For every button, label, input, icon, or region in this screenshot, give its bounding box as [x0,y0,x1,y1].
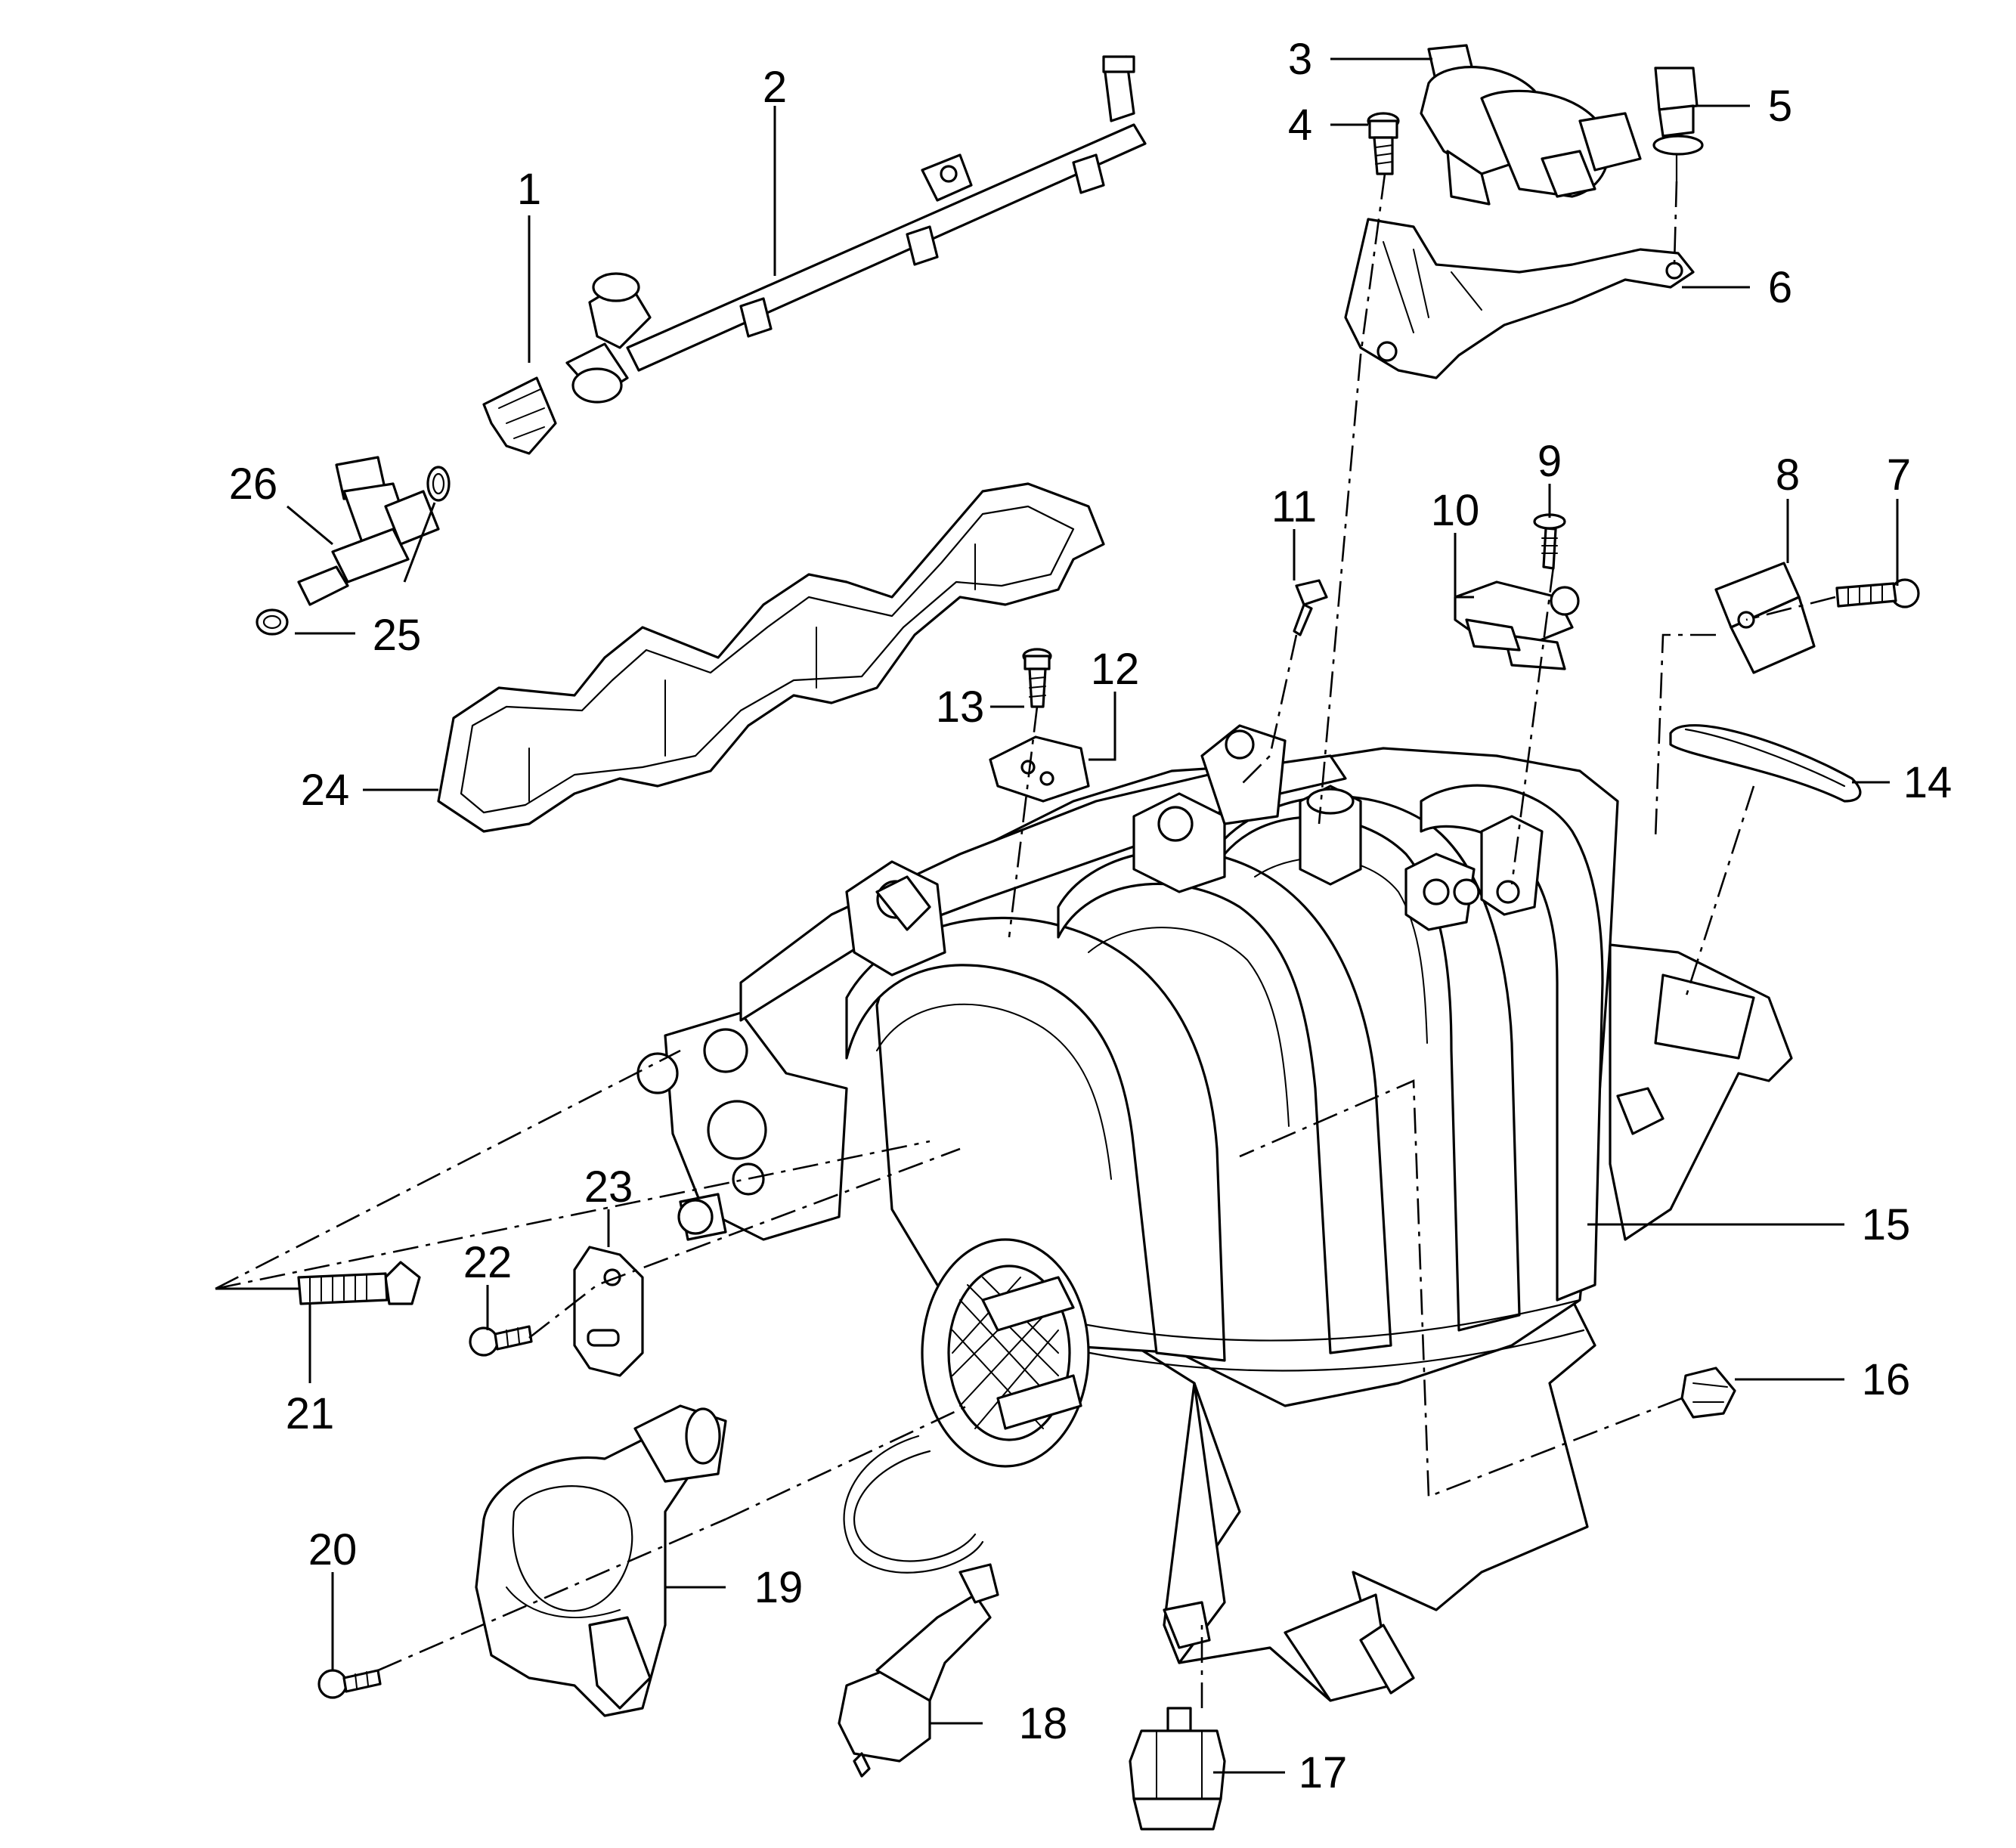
callout-19: 19 [754,1563,804,1612]
callout-26: 26 [229,460,278,509]
part-11-stud [1293,579,1328,636]
callout-9: 9 [1538,437,1562,486]
part-8-bracket [1714,562,1816,674]
part-12-bracket [989,735,1090,803]
callout-18: 18 [1019,1699,1068,1748]
callout-23: 23 [584,1162,633,1212]
part-21-bolt [297,1261,421,1305]
part-10-map-sensor [1454,580,1580,670]
part-23-bracket [573,1246,644,1377]
callout-25: 25 [373,611,422,660]
callout-16: 16 [1862,1355,1911,1404]
callout-7: 7 [1887,450,1911,500]
intake-mesh-screen [952,1277,1059,1429]
part-25-o-rings [255,466,451,636]
part-16-clip [1680,1367,1736,1419]
callout-10: 10 [1431,486,1480,535]
part-9-screw [1533,513,1566,570]
part-2-fuel-rail [565,55,1147,404]
callout-3: 3 [1288,35,1312,84]
part-4-bolt [1367,112,1400,175]
part-24-gasket [437,482,1105,833]
part-22-screw [469,1325,533,1357]
callout-11: 11 [1271,482,1317,531]
callout-21: 21 [286,1389,335,1438]
part-5-sensor [1652,67,1704,183]
callout-22: 22 [463,1238,513,1287]
callout-6: 6 [1768,263,1792,312]
callout-15: 15 [1862,1200,1911,1249]
callout-24: 24 [301,766,350,815]
part-17-sensor [1129,1707,1226,1831]
part-3-purge-solenoid [1420,44,1642,206]
part-18-sensor [838,1563,999,1778]
part-26-fuel-injector [297,456,440,606]
callout-labels: 1 2 3 4 5 6 7 8 9 10 11 12 13 14 15 16 1… [229,35,1953,1797]
callout-13: 13 [936,683,985,732]
callout-5: 5 [1768,82,1792,131]
intake-manifold [636,724,1793,1702]
callout-8: 8 [1776,450,1800,500]
part-14-gasket [1669,724,1862,803]
callout-20: 20 [308,1525,358,1574]
callout-1: 1 [517,165,541,214]
callout-17: 17 [1299,1748,1348,1797]
callout-14: 14 [1903,758,1953,807]
part-20-bolt [317,1669,382,1699]
callout-2: 2 [763,63,787,112]
callout-12: 12 [1091,645,1140,694]
leader-lines [215,57,1899,1774]
part-7-bolt [1835,578,1920,608]
assembly-lines [215,173,1836,1708]
part-13-bolt [1022,648,1052,708]
part-6-bracket [1344,218,1695,379]
part-19-throttle-housing [475,1404,727,1717]
callout-4: 4 [1288,101,1312,150]
part-1-fuel-line-clip [482,376,557,455]
